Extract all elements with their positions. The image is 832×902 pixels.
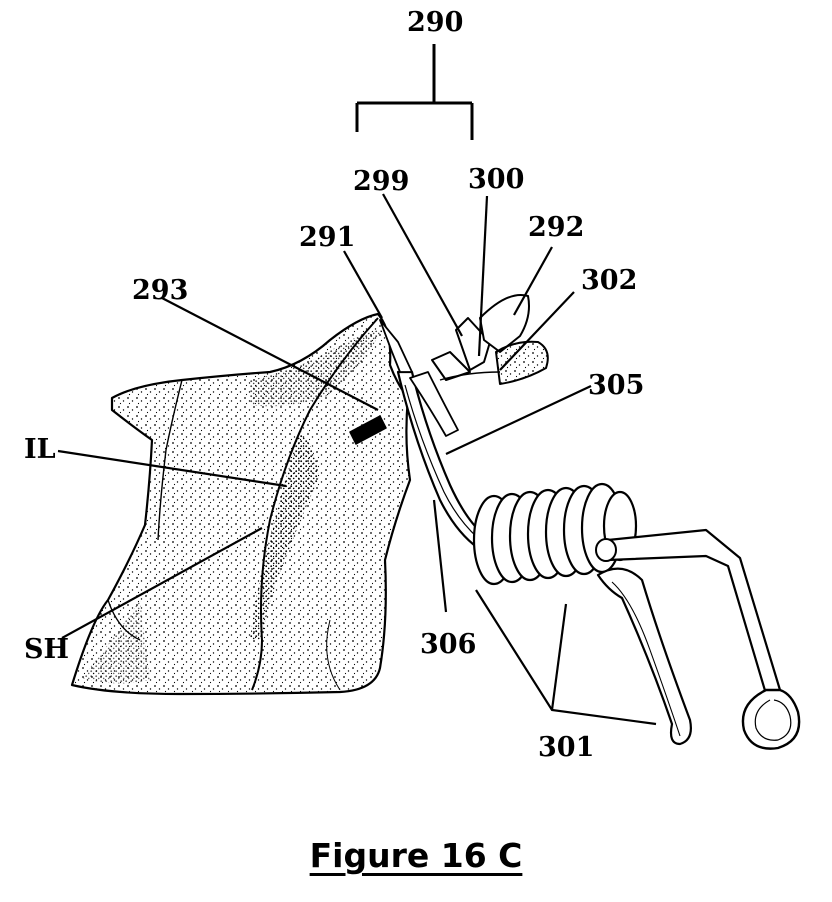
label-306: 306 [420,629,477,660]
fork-299 [431,351,471,381]
bracket-290 [355,44,474,140]
label-290: 290 [407,7,464,38]
bone-inner-contour [157,379,183,541]
bone-outline [70,312,412,696]
label-301: 301 [538,732,595,763]
arm-305 [409,371,459,437]
fork-300 [455,317,491,371]
label-291: 291 [299,222,356,253]
base-shading [82,600,150,684]
label-302: 302 [581,265,638,296]
handle-loop [741,688,801,750]
implant-insert-293 [349,415,387,445]
leader-lines [57,193,657,726]
bone [70,312,412,696]
label-SH: SH [24,634,70,665]
coil-spring [472,482,638,586]
implant-device [349,294,801,750]
label-IL: IL [24,434,56,465]
label-292: 292 [528,212,585,243]
tip-291 [379,319,413,373]
knuckle-302 [495,340,549,385]
label-299: 299 [353,166,410,197]
label-305: 305 [588,370,645,401]
figure-caption: Figure 16 C [309,836,523,875]
joint-shading [250,430,319,640]
label-300: 300 [468,164,525,195]
wing-shading [250,330,382,407]
label-293: 293 [132,275,189,306]
